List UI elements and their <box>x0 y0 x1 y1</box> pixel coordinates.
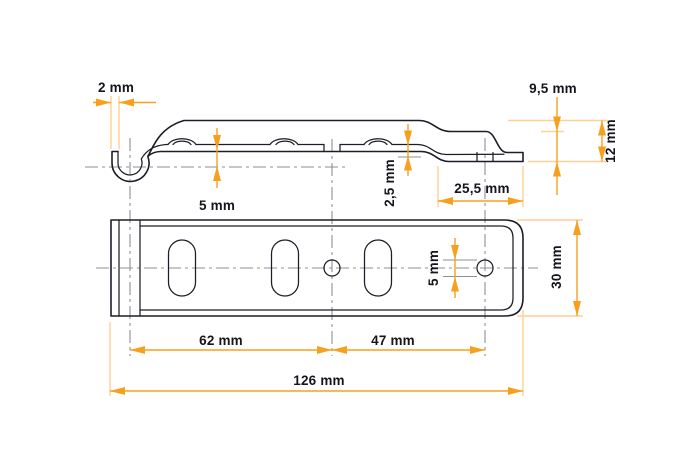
arrow-left-icon <box>332 346 347 354</box>
dim-hook-center-offset: 5 mm <box>199 128 235 213</box>
plan-view-slot-2 <box>270 239 300 297</box>
arrow-right-icon <box>508 387 523 395</box>
arrow-left-icon <box>130 346 145 354</box>
arrow-up-icon <box>573 220 581 235</box>
arrow-right-icon <box>96 98 111 107</box>
plan-view-outer-outline <box>110 219 524 317</box>
dim-label-hook-center-offset: 5 mm <box>199 198 235 213</box>
arrow-down-icon <box>553 116 561 132</box>
plan-view-slot-1 <box>167 239 197 297</box>
dim-label-span-right: 47 mm <box>371 333 415 348</box>
dim-extension-lines <box>437 166 524 207</box>
plan-view-end-hole <box>476 259 494 277</box>
dim-hole-diameter: 5 mm <box>426 238 459 298</box>
dim-label-plate-width: 30 mm <box>549 245 564 289</box>
dim-span-left: 62 mm <box>130 333 332 354</box>
arrow-right-icon <box>470 346 485 354</box>
side-view-outer-silhouette <box>111 119 524 183</box>
arrow-down-icon <box>404 130 412 146</box>
arrow-up-icon <box>598 120 606 136</box>
dim-hook-tip-thickness: 2 mm <box>93 80 156 149</box>
plan-view-middle-hole <box>323 259 341 277</box>
dim-extension-lines <box>517 219 583 317</box>
arrow-up-icon <box>553 161 561 177</box>
arrow-down-icon <box>213 135 221 150</box>
arrow-down-icon <box>451 245 459 260</box>
dim-total-height: 12 mm <box>598 119 618 163</box>
dim-extension-lines <box>109 310 524 396</box>
arrow-up-icon <box>451 276 459 292</box>
arrow-left-icon <box>110 387 125 395</box>
arrow-left-icon <box>119 98 134 107</box>
dim-step-height: 9,5 mm <box>508 81 608 195</box>
dim-extension-lines <box>110 96 120 149</box>
plan-view <box>110 219 524 317</box>
dim-label-span-left: 62 mm <box>199 333 243 348</box>
plan-view-fold-lines <box>118 219 141 317</box>
end-hole-tangent-extension-lines <box>443 259 477 277</box>
side-view-hole-edge-ticks <box>323 143 494 163</box>
side-view-rib-inner-arcs <box>172 140 388 146</box>
dim-end-tab-length: 25,5 mm <box>437 166 524 207</box>
dim-total-length: 126 mm <box>109 310 524 396</box>
plan-view-slot-3 <box>363 239 393 297</box>
centerlines <box>85 138 538 356</box>
dim-plate-width: 30 mm <box>517 219 583 317</box>
arrow-up-icon <box>213 166 221 181</box>
dim-sheet-thickness: 2,5 mm <box>382 124 421 207</box>
dim-label-total-height: 12 mm <box>603 119 618 163</box>
dim-span-right: 47 mm <box>332 333 485 354</box>
side-view-inner-profile <box>117 138 505 176</box>
arrow-left-icon <box>438 197 453 205</box>
side-view <box>111 119 524 183</box>
dim-label-sheet-thickness: 2,5 mm <box>382 159 397 207</box>
dim-label-step-height: 9,5 mm <box>529 81 577 96</box>
arrow-down-icon <box>573 301 581 316</box>
arrow-up-icon <box>404 155 412 171</box>
arrow-right-icon <box>317 346 332 354</box>
plan-view-inner-outline <box>139 225 514 311</box>
arrow-right-icon <box>508 197 523 205</box>
dim-label-hole-diameter: 5 mm <box>426 250 441 286</box>
dim-label-total-length: 126 mm <box>293 373 344 388</box>
dim-label-end-tab-length: 25,5 mm <box>454 181 509 196</box>
dim-label-hook-tip-thickness: 2 mm <box>98 80 134 95</box>
arrow-down-icon <box>598 146 606 162</box>
